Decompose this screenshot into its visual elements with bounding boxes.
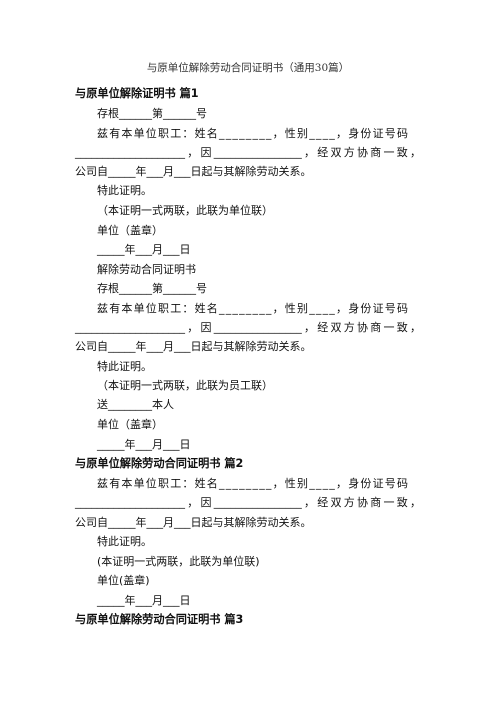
recipient-line: 送________本人: [97, 398, 174, 411]
stub-number-line: 存根______第______号: [97, 282, 207, 295]
termination-date-line: 公司自_____年___月___日起与其解除劳动关系。: [75, 165, 312, 178]
date-line: _____年___月___日: [97, 438, 191, 451]
id-reason-line: ____________________，因________________，经…: [75, 321, 421, 334]
copy-note-line: （本证明一式两联，此联为单位联）: [97, 204, 273, 217]
date-line: _____年___月___日: [97, 243, 191, 256]
subheading-line: 解除劳动合同证明书: [97, 263, 196, 276]
section-heading-3: 与原单位解除劳动合同证明书 篇3: [75, 613, 244, 626]
id-reason-line: ____________________，因________________，经…: [75, 146, 421, 159]
termination-date-line: 公司自_____年___月___日起与其解除劳动关系。: [75, 340, 312, 353]
employee-info-line: 兹有本单位职工：姓名________，性别____，身份证号码: [97, 127, 410, 140]
certify-line: 特此证明。: [97, 535, 152, 548]
date-line: _____年___月___日: [97, 594, 191, 607]
certify-line: 特此证明。: [97, 184, 152, 197]
id-reason-line: ____________________，因________________，经…: [75, 496, 421, 509]
document-title: 与原单位解除劳动合同证明书（通用30篇）: [146, 62, 350, 74]
employee-info-line: 兹有本单位职工：姓名________，性别____，身份证号码: [97, 302, 410, 315]
seal-line: 单位（盖章）: [97, 224, 163, 237]
copy-note-line: （本证明一式两联，此联为员工联）: [97, 379, 273, 392]
seal-line: 单位（盖章）: [97, 418, 163, 431]
seal-line: 单位(盖章): [97, 574, 150, 587]
employee-info-line: 兹有本单位职工：姓名________，性别____，身份证号码: [97, 477, 410, 490]
certify-line: 特此证明。: [97, 360, 152, 373]
section-heading-1: 与原单位解除证明书 篇1: [75, 87, 199, 100]
termination-date-line: 公司自_____年___月___日起与其解除劳动关系。: [75, 516, 312, 529]
section-heading-2: 与原单位解除劳动合同证明书 篇2: [75, 457, 244, 470]
stub-number-line: 存根______第______号: [97, 107, 207, 120]
copy-note-line: (本证明一式两联，此联为单位联): [97, 555, 260, 568]
